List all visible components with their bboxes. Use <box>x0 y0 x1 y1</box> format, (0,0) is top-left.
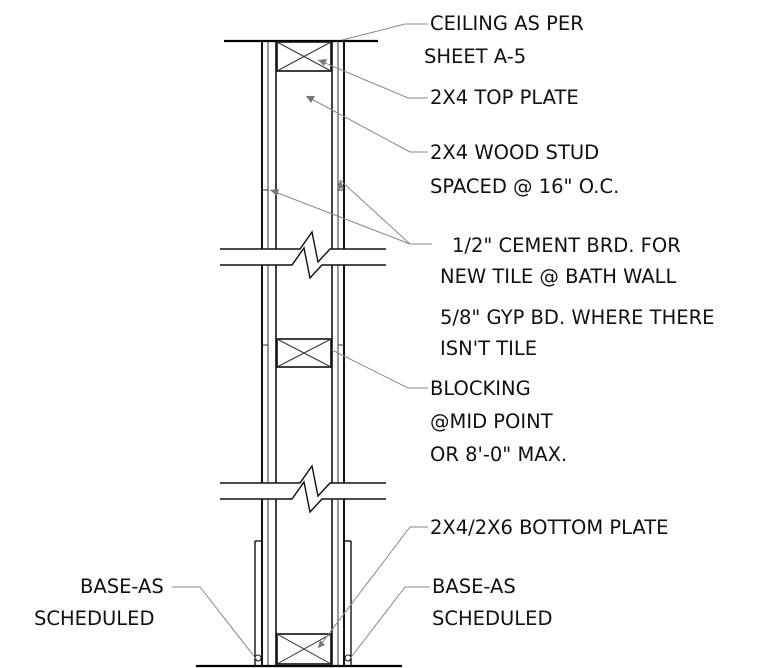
leader-arrows <box>270 59 344 648</box>
base-trim-right <box>344 540 352 666</box>
label-ceiling-line1: CEILING AS PER <box>430 12 584 35</box>
label-base-right-line2: SCHEDULED <box>432 607 552 630</box>
label-base-left-line2: SCHEDULED <box>34 607 154 630</box>
label-top-plate: 2X4 TOP PLATE <box>430 86 579 109</box>
bottom-plate <box>276 633 332 665</box>
label-cement-line1: 1/2" CEMENT BRD. FOR <box>452 234 681 257</box>
base-trim-left <box>254 540 262 666</box>
label-blocking-line2: @MID POINT <box>430 410 553 433</box>
label-blocking-line1: BLOCKING <box>430 377 531 400</box>
label-bottom-plate: 2X4/2X6 BOTTOM PLATE <box>430 516 668 539</box>
label-stud-line2: SPACED @ 16" O.C. <box>430 175 619 198</box>
break-line-upper <box>220 230 386 280</box>
wall-assembly <box>261 41 345 666</box>
break-line-lower <box>220 464 386 514</box>
label-base-right-line1: BASE-AS <box>432 575 516 598</box>
label-ceiling-line2: SHEET A-5 <box>424 45 526 68</box>
label-cement-line2: NEW TILE @ BATH WALL <box>440 265 677 288</box>
label-gyp-line1: 5/8" GYP BD. WHERE THERE <box>440 306 714 329</box>
top-plate <box>276 41 332 72</box>
label-base-left-line1: BASE-AS <box>80 575 164 598</box>
blocking <box>276 338 332 368</box>
label-blocking-line3: OR 8'-0" MAX. <box>430 443 567 466</box>
label-stud-line1: 2X4 WOOD STUD <box>430 141 599 164</box>
label-gyp-line2: ISN'T TILE <box>440 337 537 360</box>
leader-lines <box>172 23 432 661</box>
